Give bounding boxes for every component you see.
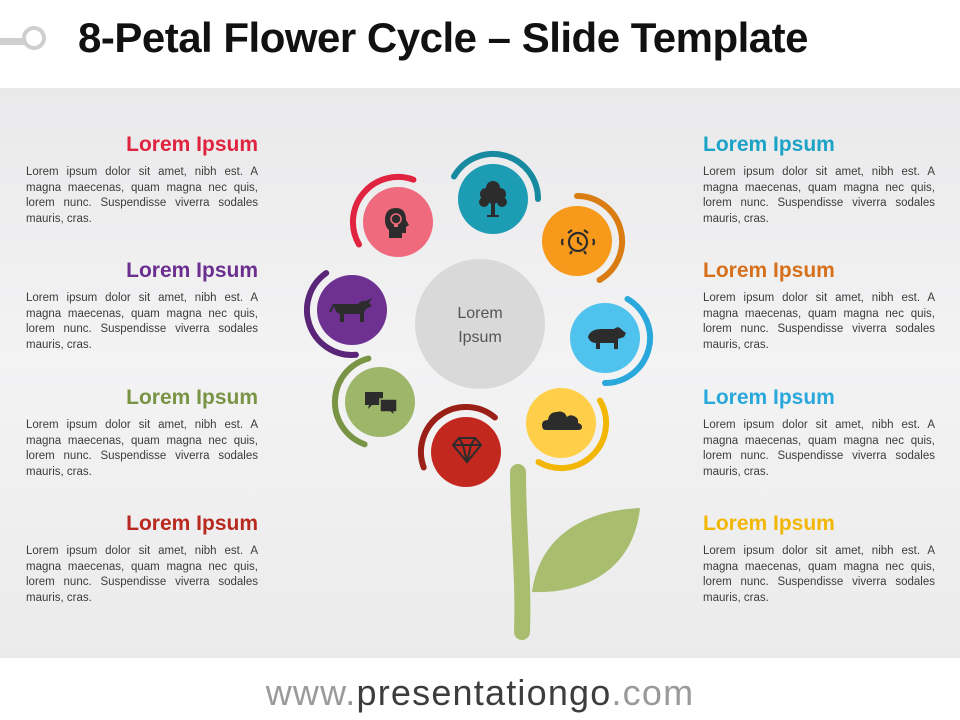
- text-block-1: Lorem Ipsum Lorem ipsum dolor sit amet, …: [26, 133, 258, 228]
- petal-ring-alarm: [574, 193, 626, 283]
- center-label-line2: Ipsum: [458, 329, 502, 346]
- block-body: Lorem ipsum dolor sit amet, nibh est. A …: [26, 166, 258, 226]
- stem: [510, 464, 531, 640]
- petal-ring-tree: [451, 150, 541, 202]
- petal-diamond: [431, 417, 501, 487]
- text-block-5: Lorem Ipsum Lorem ipsum dolor sit amet, …: [703, 133, 935, 228]
- petal-ring-head: [349, 173, 417, 248]
- leaf: [532, 508, 640, 593]
- block-title: Lorem Ipsum: [703, 386, 835, 409]
- logo-line: [0, 38, 30, 45]
- speech-bubbles-icon: [365, 392, 398, 418]
- block-body: Lorem ipsum dolor sit amet, nibh est. A …: [703, 419, 935, 479]
- alarm-clock-icon: [560, 229, 596, 255]
- block-body: Lorem ipsum dolor sit amet, nibh est. A …: [703, 292, 935, 352]
- flower-diagram: Lorem Ipsum: [304, 150, 654, 640]
- block-body: Lorem ipsum dolor sit amet, nibh est. A …: [703, 166, 935, 226]
- text-block-4: Lorem Ipsum Lorem ipsum dolor sit amet, …: [26, 512, 258, 607]
- header: 8-Petal Flower Cycle – Slide Template: [0, 0, 960, 88]
- block-body: Lorem ipsum dolor sit amet, nibh est. A …: [26, 545, 258, 605]
- center-label-line1: Lorem: [457, 305, 502, 322]
- head-lightbulb-icon: [385, 208, 409, 238]
- block-title: Lorem Ipsum: [126, 512, 258, 535]
- footer-tld: .com: [611, 672, 695, 713]
- block-title: Lorem Ipsum: [703, 259, 835, 282]
- bull-icon: [329, 298, 372, 322]
- petal-ring-speech: [331, 355, 372, 448]
- tree-icon: [479, 181, 507, 217]
- text-block-7: Lorem Ipsum Lorem ipsum dolor sit amet, …: [703, 386, 935, 481]
- logo-ring-icon: [22, 26, 46, 50]
- petal-ring-bear: [602, 296, 654, 386]
- text-block-3: Lorem Ipsum Lorem ipsum dolor sit amet, …: [26, 386, 258, 481]
- bear-icon: [588, 327, 626, 349]
- block-title: Lorem Ipsum: [703, 133, 835, 156]
- diamond-icon: [451, 437, 483, 464]
- center-circle: [415, 259, 545, 389]
- petal-ring-cloud: [535, 397, 610, 472]
- text-block-8: Lorem Ipsum Lorem ipsum dolor sit amet, …: [703, 512, 935, 607]
- footer-domain: presentationgo: [356, 672, 612, 713]
- block-body: Lorem ipsum dolor sit amet, nibh est. A …: [26, 292, 258, 352]
- footer-www: www.: [265, 672, 357, 713]
- block-title: Lorem Ipsum: [126, 133, 258, 156]
- text-block-2: Lorem Ipsum Lorem ipsum dolor sit amet, …: [26, 259, 258, 354]
- block-title: Lorem Ipsum: [126, 259, 258, 282]
- page-title: 8-Petal Flower Cycle – Slide Template: [78, 14, 809, 61]
- footer-url: www.presentationgo.com: [0, 672, 960, 714]
- petal-ring-bull: [304, 270, 359, 358]
- block-title: Lorem Ipsum: [126, 386, 258, 409]
- text-block-6: Lorem Ipsum Lorem ipsum dolor sit amet, …: [703, 259, 935, 354]
- petal-ring-diamond: [417, 403, 498, 471]
- block-title: Lorem Ipsum: [703, 512, 835, 535]
- block-body: Lorem ipsum dolor sit amet, nibh est. A …: [26, 419, 258, 479]
- block-body: Lorem ipsum dolor sit amet, nibh est. A …: [703, 545, 935, 605]
- cloud-icon: [542, 411, 582, 430]
